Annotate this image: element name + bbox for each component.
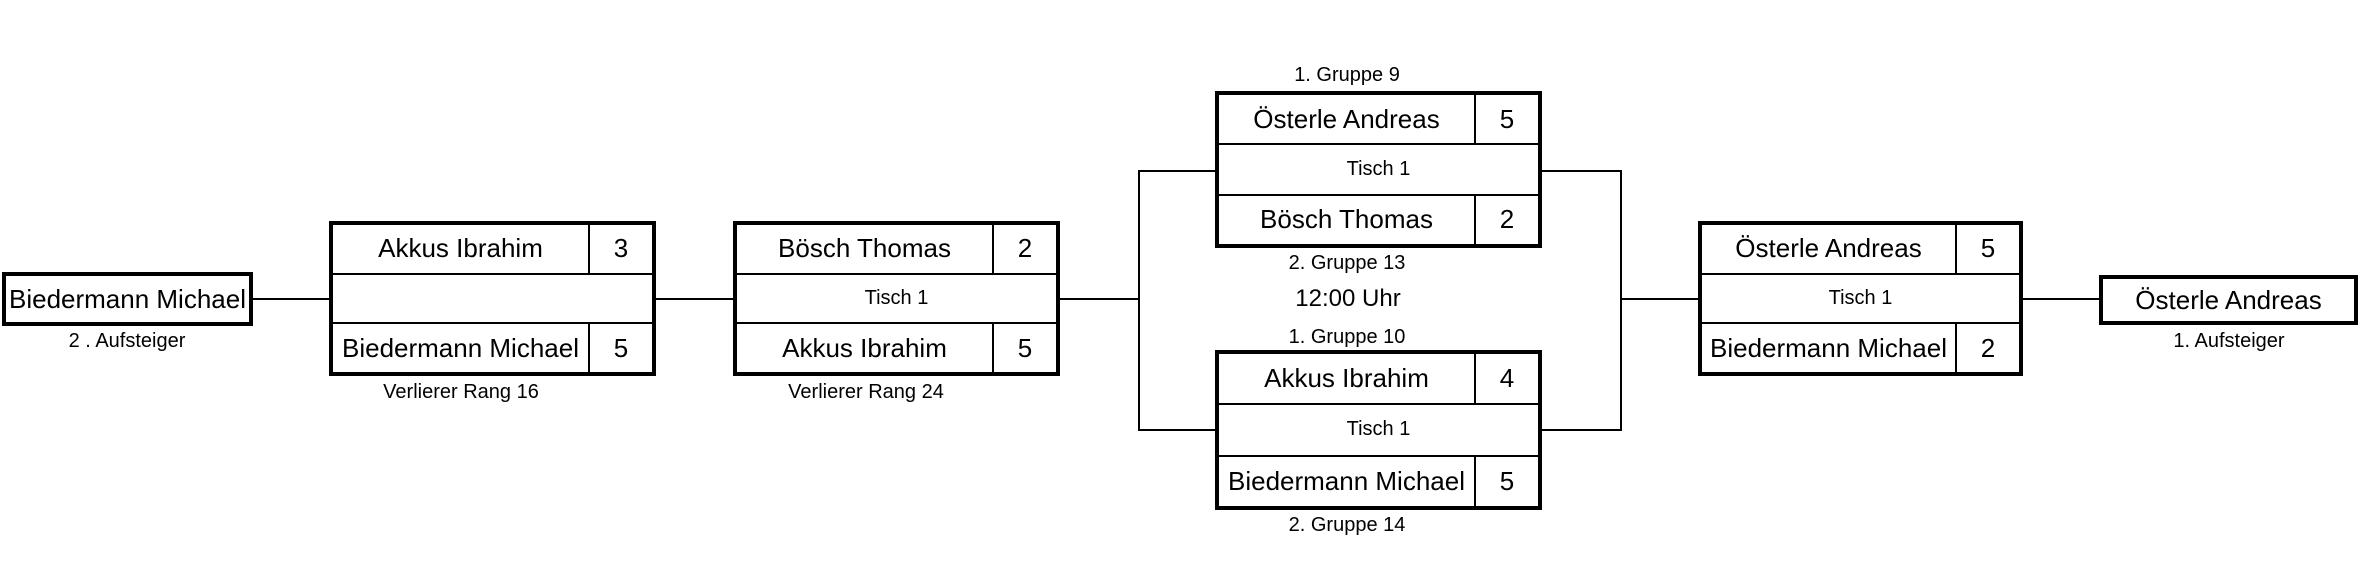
score: 5 [588, 324, 652, 373]
score: 2 [992, 225, 1056, 273]
player-name: Bösch Thomas [778, 233, 951, 264]
connector-line [253, 298, 329, 300]
table-label: Tisch 1 [864, 287, 929, 309]
score: 5 [1474, 95, 1538, 144]
connector-line [1542, 429, 1622, 431]
match-row-top: Österle Andreas 5 [1219, 95, 1538, 144]
connector-line [1620, 298, 1698, 300]
match-row-bottom: Biedermann Michael 5 [333, 322, 652, 373]
match-row-top: Akkus Ibrahim 3 [333, 225, 652, 273]
score: 5 [992, 324, 1056, 373]
match-box-rang16[interactable]: Akkus Ibrahim 3 Biedermann Michael 5 [329, 221, 656, 376]
player-name: Biedermann Michael [341, 332, 579, 363]
match-row-table: Tisch 1 [1219, 143, 1538, 193]
caption-gruppe-13: 2. Gruppe 13 [1288, 252, 1406, 274]
player-name: Akkus Ibrahim [782, 332, 947, 363]
connector-line [1542, 170, 1622, 172]
caption-winner-aufsteiger: 1. Aufsteiger [2173, 330, 2285, 352]
player-name: Österle Andreas [1253, 103, 1440, 134]
score: 5 [1474, 456, 1538, 506]
table-label: Tisch 1 [1828, 287, 1893, 309]
score: 4 [1474, 354, 1538, 404]
caption-gruppe-10: 1. Gruppe 10 [1288, 326, 1406, 348]
caption-gruppe-14: 2. Gruppe 14 [1288, 514, 1406, 536]
connector-line [1138, 170, 1140, 431]
caption-verlierer-rang-24: Verlierer Rang 24 [788, 381, 944, 403]
match-row-bottom: Biedermann Michael 5 [1219, 454, 1538, 506]
match-time-label: 12:00 Uhr [1295, 285, 1401, 312]
player-name: Österle Andreas [1735, 233, 1922, 264]
player-name: Biedermann Michael [1709, 332, 1947, 363]
player-name: Österle Andreas [2135, 284, 2322, 315]
seed-entrant-box[interactable]: Biedermann Michael [2, 272, 253, 326]
score: 3 [588, 225, 652, 273]
winner-box[interactable]: Österle Andreas [2099, 275, 2358, 325]
match-box-semi-bottom[interactable]: Akkus Ibrahim 4 Tisch 1 Biedermann Micha… [1215, 350, 1542, 510]
table-label [333, 275, 652, 323]
player-name: Akkus Ibrahim [378, 233, 543, 264]
connector-line [1138, 429, 1215, 431]
score: 2 [1474, 195, 1538, 244]
connector-line [1060, 298, 1140, 300]
player-name: Biedermann Michael [8, 283, 246, 314]
match-box-rang24[interactable]: Bösch Thomas 2 Tisch 1 Akkus Ibrahim 5 [733, 221, 1060, 376]
table-label: Tisch 1 [1346, 157, 1411, 180]
match-box-final[interactable]: Österle Andreas 5 Tisch 1 Biedermann Mic… [1698, 221, 2023, 376]
match-row-table [333, 272, 652, 323]
connector-line [2023, 298, 2099, 300]
match-row-table: Tisch 1 [1702, 272, 2019, 323]
score: 2 [1955, 324, 2019, 373]
score: 5 [1955, 225, 2019, 273]
connector-line [1620, 170, 1622, 431]
match-row-table: Tisch 1 [737, 272, 1056, 323]
player-name: Bösch Thomas [1260, 204, 1433, 235]
caption-seed-aufsteiger: 2 . Aufsteiger [68, 330, 186, 352]
match-row-top: Akkus Ibrahim 4 [1219, 354, 1538, 404]
match-row-table: Tisch 1 [1219, 403, 1538, 454]
match-row-bottom: Akkus Ibrahim 5 [737, 322, 1056, 373]
table-label: Tisch 1 [1346, 418, 1411, 441]
connector-line [656, 298, 733, 300]
caption-gruppe-9: 1. Gruppe 9 [1294, 64, 1400, 86]
match-box-semi-top[interactable]: Österle Andreas 5 Tisch 1 Bösch Thomas 2 [1215, 91, 1542, 248]
connector-line [1138, 170, 1215, 172]
match-row-top: Österle Andreas 5 [1702, 225, 2019, 273]
player-name: Akkus Ibrahim [1264, 363, 1429, 394]
match-row-bottom: Biedermann Michael 2 [1702, 322, 2019, 373]
caption-verlierer-rang-16: Verlierer Rang 16 [383, 381, 539, 403]
player-name: Biedermann Michael [1227, 465, 1465, 496]
match-row-top: Bösch Thomas 2 [737, 225, 1056, 273]
match-row-bottom: Bösch Thomas 2 [1219, 193, 1538, 244]
